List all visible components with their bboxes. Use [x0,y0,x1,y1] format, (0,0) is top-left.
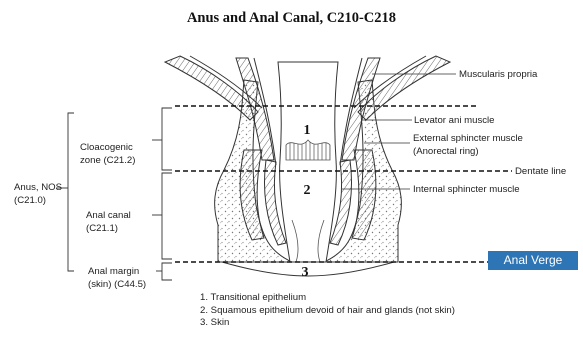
zone-number-1: 1 [304,123,311,138]
label-internal-sphincter: Internal sphincter muscle [413,184,520,195]
legend-item-3: 3. Skin [200,317,455,330]
label-muscularis-propria: Muscularis propria [459,69,538,80]
label-external-sphincter-1: External sphincter muscle [413,133,523,144]
label-dentate-line: Dentate line [515,166,566,177]
label-anal-canal-2: (C21.1) [86,223,118,234]
legend-item-1: 1. Transitional epithelium [200,292,455,305]
label-levator-ani: Levator ani muscle [414,115,495,126]
zone-legend: 1. Transitional epithelium 2. Squamous e… [200,292,455,330]
label-anus-nos-1: Anus, NOS [14,182,62,193]
label-anus-nos-2: (C21.0) [14,195,46,206]
label-external-sphincter-2: (Anorectal ring) [413,146,479,157]
label-anal-margin-1: Anal margin [88,266,139,277]
zone-number-2: 2 [304,183,311,198]
label-cloacogenic-1: Cloacogenic [80,142,133,153]
label-anal-canal-1: Anal canal [86,210,131,221]
left-brackets [56,108,172,280]
legend-item-2: 2. Squamous epithelium devoid of hair an… [200,305,455,318]
zone-number-3: 3 [302,265,309,280]
label-anal-margin-2: (skin) (C44.5) [88,279,146,290]
anal-verge-badge: Anal Verge [488,251,578,270]
label-cloacogenic-2: zone (C21.2) [80,155,135,166]
